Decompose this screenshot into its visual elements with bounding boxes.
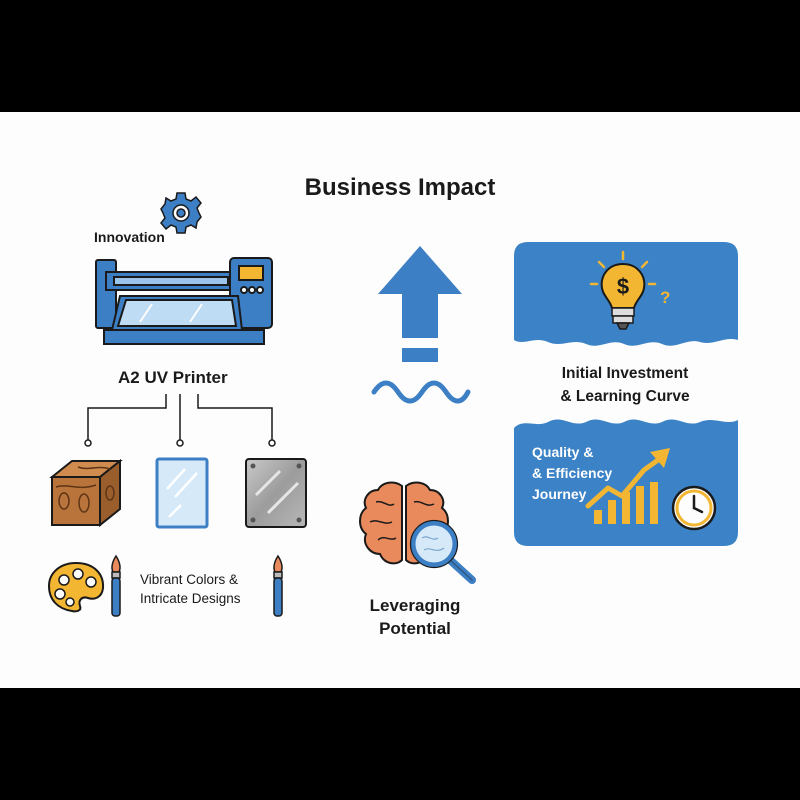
lightbulb-dollar-icon: $ (589, 250, 657, 330)
innovation-label: Innovation (94, 229, 165, 245)
page-title: Business Impact (304, 174, 496, 201)
investment-label-line2: & Learning Curve (560, 388, 690, 405)
metal-plate-icon (245, 458, 307, 528)
growth-chart-icon (585, 448, 670, 524)
gear-icon (160, 192, 202, 234)
leveraging-label: Leveraging Potential (350, 594, 480, 640)
svg-text:$: $ (617, 274, 629, 299)
investment-label: Initial Investment & Learning Curve (540, 362, 710, 408)
quality-label: Quality & & Efficiency Journey (532, 442, 612, 505)
magnifier-icon (409, 519, 476, 584)
colors-label-line1: Vibrant Colors & (140, 572, 239, 587)
colors-label: Vibrant Colors & Intricate Designs (140, 570, 241, 608)
paintbrush-icon (273, 554, 283, 617)
clock-icon (671, 485, 717, 531)
printer-label: A2 UV Printer (118, 368, 228, 387)
diagram-canvas: Business Impact Innovation A2 UV Printer (0, 112, 800, 688)
wood-block-icon (49, 458, 123, 528)
printer-connectors (84, 394, 276, 447)
leveraging-label-line1: Leveraging (369, 596, 461, 615)
question-mark: ? (660, 288, 671, 307)
leveraging-label-line2: Potential (379, 619, 451, 638)
quality-label-line3: Journey (532, 486, 587, 502)
glass-panel-icon (155, 457, 209, 529)
quality-label-line2: & Efficiency (532, 465, 613, 481)
paint-palette-icon (47, 561, 105, 613)
up-arrow-icon (371, 246, 471, 404)
investment-label-line1: Initial Investment (561, 365, 689, 382)
quality-label-line1: Quality & (532, 444, 594, 460)
colors-label-line2: Intricate Designs (140, 591, 241, 606)
paintbrush-icon (111, 554, 121, 617)
uv-printer-icon (95, 257, 273, 345)
